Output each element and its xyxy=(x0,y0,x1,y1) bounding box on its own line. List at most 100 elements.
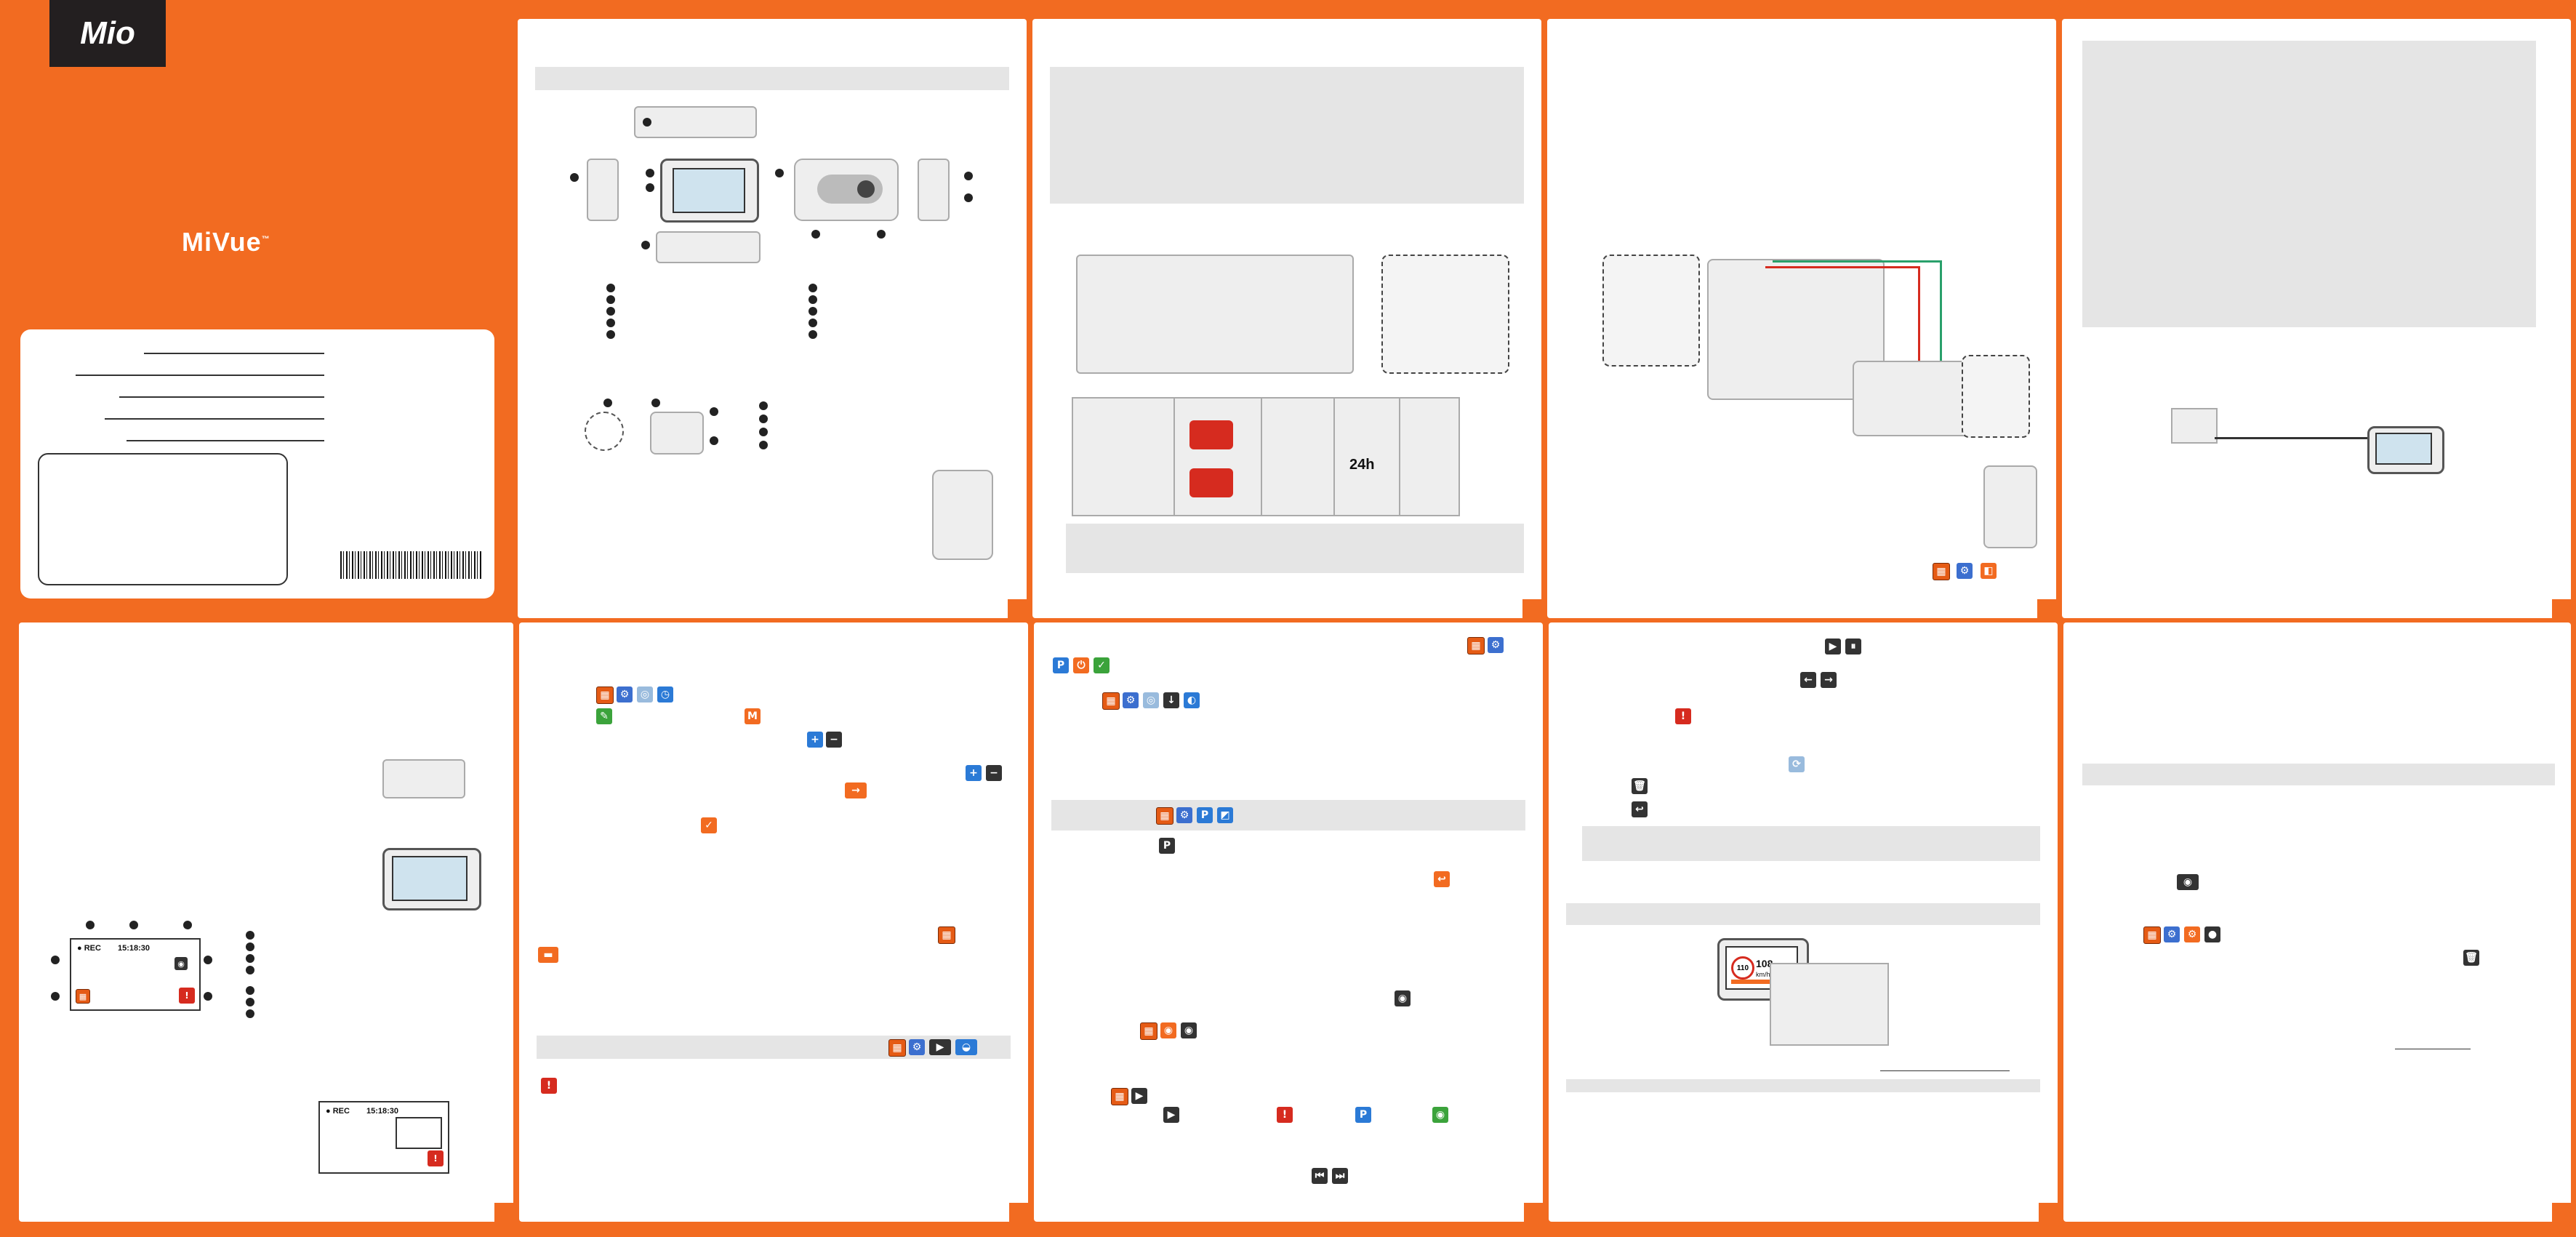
arrow-right-icon[interactable]: → xyxy=(1821,672,1837,688)
warning-icon[interactable]: ! xyxy=(541,1078,557,1094)
plus-icon-2[interactable]: + xyxy=(966,765,982,781)
system-icon[interactable]: ⚙ xyxy=(2184,926,2200,942)
check-icon[interactable]: ✓ xyxy=(1094,657,1110,673)
power-cable-route xyxy=(1765,266,1920,403)
parking-icon[interactable]: P xyxy=(1053,657,1069,673)
connected-device xyxy=(2367,426,2444,474)
mount-rotate-detail xyxy=(1602,255,1700,367)
intro-text-block xyxy=(1050,67,1524,204)
mio-logo: Mio xyxy=(49,0,166,67)
pip-window[interactable] xyxy=(396,1117,442,1149)
warning-icon[interactable]: ! xyxy=(179,988,195,1004)
trash-icon[interactable]: 🗑 xyxy=(1632,778,1648,794)
user-icon[interactable]: ● xyxy=(2204,926,2220,942)
computer-illustration xyxy=(2171,408,2218,444)
parking-icon-small[interactable]: P xyxy=(1159,838,1175,854)
event-file-icon[interactable]: ! xyxy=(1277,1107,1293,1123)
cover-panel: Mio MiVue™ xyxy=(0,0,518,618)
sd-card-insert xyxy=(1983,465,2037,548)
camera-icon[interactable]: ◉ xyxy=(1395,990,1411,1006)
minus-icon-2[interactable]: − xyxy=(986,765,1002,781)
device-bottom-view xyxy=(656,231,761,263)
panel-playback: ▶ ⏸ ← → ! ⟳ 🗑 ↩ 110 108 km/h xyxy=(1549,622,2058,1222)
menu-icon[interactable]: ▦ xyxy=(1111,1088,1128,1105)
note-block xyxy=(1066,524,1524,573)
speed-unit: km/h xyxy=(1756,971,1770,978)
camera-orange-icon[interactable]: ◉ xyxy=(1160,1022,1176,1038)
product-title: MiVue™ xyxy=(182,227,270,257)
gear-icon[interactable]: ⚙ xyxy=(2164,926,2180,942)
gear-icon[interactable]: ⚙ xyxy=(617,686,633,702)
callout-1 xyxy=(570,173,579,182)
speed-limit-sign: 110 xyxy=(1731,956,1754,980)
download-icon[interactable]: ↓ xyxy=(1163,692,1179,708)
minus-icon[interactable]: − xyxy=(826,732,842,748)
record-screen-mock-2: ● REC 15:18:30 ! xyxy=(318,1101,449,1174)
parking-file-icon[interactable]: P xyxy=(1355,1107,1371,1123)
record-icon[interactable]: ▬ xyxy=(538,947,558,963)
trash-icon[interactable]: 🗑 xyxy=(2463,950,2479,966)
step-adhesive xyxy=(1173,397,1264,516)
warning-icon[interactable]: ! xyxy=(1675,708,1691,724)
callout-4 xyxy=(646,183,654,192)
back-icon[interactable]: ↩ xyxy=(1434,871,1450,887)
camera-switch-icon[interactable]: ◉ xyxy=(2177,874,2199,890)
sensor-icon[interactable]: ✎ xyxy=(596,708,612,724)
menu-icon: ▦ xyxy=(1933,563,1950,580)
brightness-icon[interactable]: ◎ xyxy=(1143,692,1159,708)
car-icon: ◒ xyxy=(955,1039,977,1055)
rotate-icon[interactable]: ⟳ xyxy=(1789,756,1805,772)
record-screen-mock: ● REC 15:18:30 ◉ ▦ ! xyxy=(70,938,201,1011)
device-side-right xyxy=(918,159,950,221)
section-header xyxy=(535,67,1009,90)
arrow-right-icon[interactable]: → xyxy=(845,782,867,798)
gear-icon[interactable]: ⚙ xyxy=(1123,692,1139,708)
play-icon[interactable]: ▶ xyxy=(1825,638,1841,654)
link-line xyxy=(1880,1070,2010,1071)
manual-icon[interactable]: M xyxy=(745,708,761,724)
skip-next-icon[interactable]: ⏭ xyxy=(1332,1168,1348,1184)
video-file-icon[interactable]: ▶ xyxy=(1163,1107,1179,1123)
clock: 15:18:30 xyxy=(118,944,151,953)
brightness-icon[interactable]: ◎ xyxy=(637,686,653,702)
callout-3 xyxy=(646,169,654,177)
panel-device-overview xyxy=(518,19,1027,618)
skip-previous-icon[interactable]: ⏮ xyxy=(1312,1168,1328,1184)
device-rear-view xyxy=(794,159,899,221)
menu-icon-2[interactable]: ▦ xyxy=(938,926,955,944)
arrow-left-icon[interactable]: ← xyxy=(1800,672,1816,688)
camera-icon[interactable]: ◉ xyxy=(174,957,188,970)
usb-cable xyxy=(2215,437,2367,439)
bottom-section-header xyxy=(1566,1079,2040,1092)
mount-connector-detail xyxy=(932,470,993,560)
callout-5 xyxy=(775,169,784,177)
note-box xyxy=(1582,826,2040,861)
menu-icon[interactable]: ▦ xyxy=(1102,692,1120,710)
menu-icon[interactable]: ▦ xyxy=(596,686,614,704)
pause-icon[interactable]: ⏸ xyxy=(1845,638,1861,654)
photo-file-icon[interactable]: ◉ xyxy=(1432,1107,1448,1123)
clock-icon[interactable]: ◷ xyxy=(657,686,673,702)
gear-icon: ⚙ xyxy=(1957,563,1973,579)
menu-icon[interactable]: ▦ xyxy=(1467,637,1485,654)
panel-parking: ▦ ⚙ P ⏻ ✓ ▦ ⚙ ◎ ↓ ◐ ▦ ⚙ P ◩ P ↩ ◉ ▦ ◉ ◉ … xyxy=(1034,622,1543,1222)
moon-icon[interactable]: ◐ xyxy=(1184,692,1200,708)
callout-9 xyxy=(964,172,973,180)
check-icon[interactable]: ✓ xyxy=(701,817,717,833)
menu-icon[interactable]: ▦ xyxy=(2143,926,2161,944)
camera-icon-2[interactable]: ◉ xyxy=(1181,1022,1197,1038)
callout-2 xyxy=(643,118,651,127)
panel-screen-layout: ● REC 15:18:30 ◉ ▦ ! ● REC 15:18:30 ! xyxy=(19,622,513,1222)
info-box xyxy=(20,329,494,599)
gear-icon[interactable]: ⚙ xyxy=(1488,637,1504,653)
menu-icon[interactable]: ▦ xyxy=(76,989,90,1004)
playback-icon[interactable]: ▶ xyxy=(1131,1088,1147,1104)
mount-step-windshield xyxy=(1076,255,1354,374)
device-side-left xyxy=(587,159,619,221)
back-icon[interactable]: ↩ xyxy=(1632,801,1648,817)
warning-icon[interactable]: ! xyxy=(428,1150,444,1166)
menu-icon[interactable]: ▦ xyxy=(1140,1022,1157,1040)
plus-icon[interactable]: + xyxy=(807,732,823,748)
power-icon[interactable]: ⏻ xyxy=(1073,657,1089,673)
reset-pin-illustration xyxy=(382,759,465,798)
